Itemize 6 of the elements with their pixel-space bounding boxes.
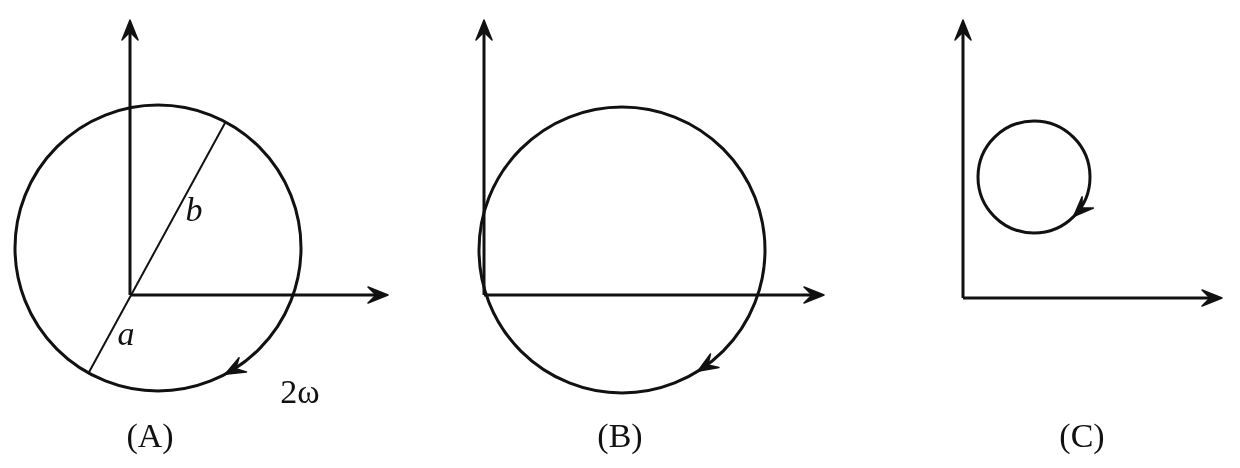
angular-frequency-label: 2ω	[280, 375, 320, 409]
panel-label: (B)	[597, 419, 643, 453]
panel-label: (A)	[126, 419, 174, 453]
panel-label: (C)	[1059, 419, 1105, 453]
axis-label: a	[117, 317, 135, 351]
axis-label: b	[185, 193, 203, 227]
